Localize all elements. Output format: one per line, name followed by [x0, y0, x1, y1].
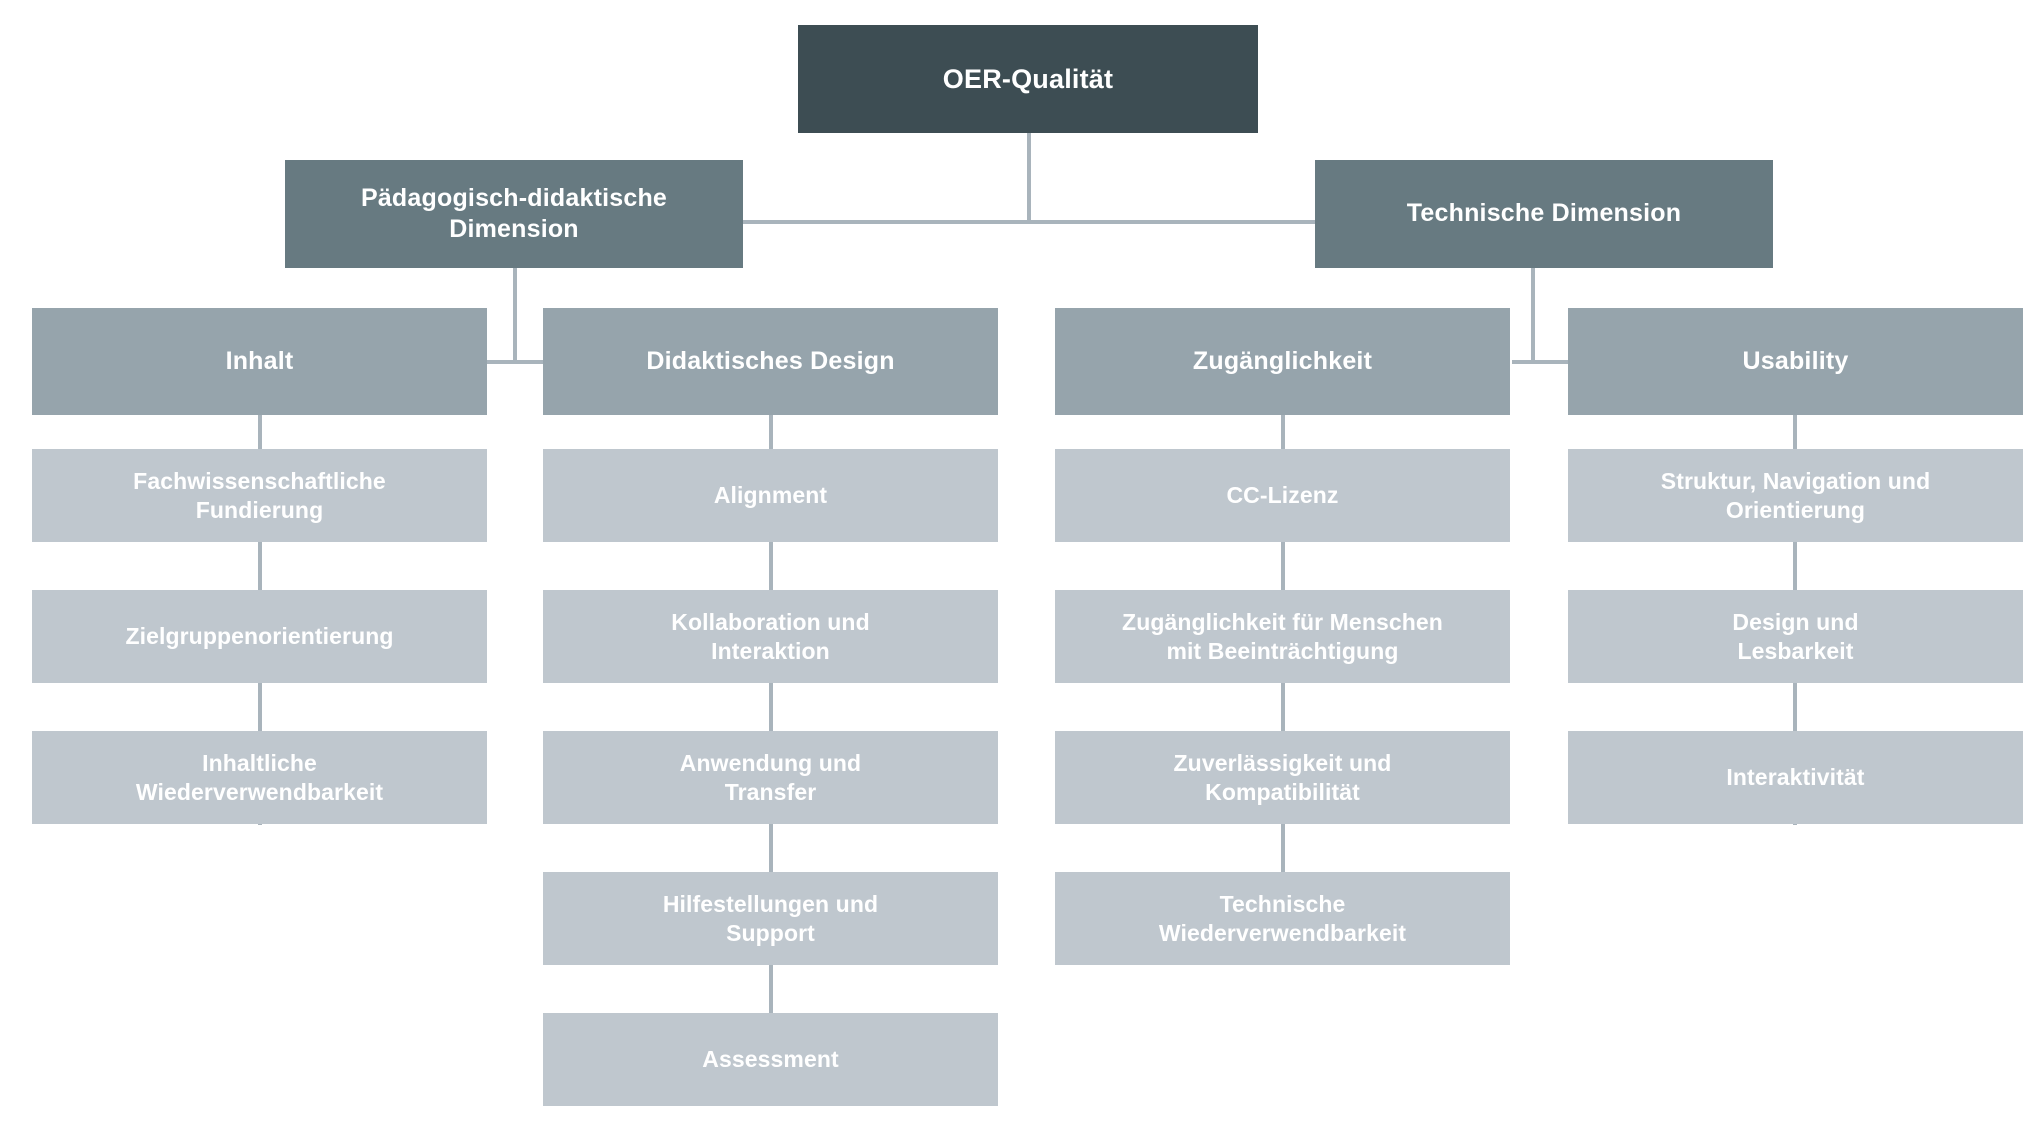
- node-criterion-hilfestellungen-und-support[interactable]: Hilfestellungen und Support: [543, 872, 998, 965]
- connector-paedagogische-stem: [513, 268, 517, 362]
- node-criterion-zuverlaessigkeit-und-kompatibilitaet[interactable]: Zuverlässigkeit und Kompatibilität: [1055, 731, 1510, 824]
- node-category-usability[interactable]: Usability: [1568, 308, 2023, 415]
- node-criterion-fachwissenschaftliche-fundierung[interactable]: Fachwissenschaftliche Fundierung: [32, 449, 487, 542]
- node-criterion-design-und-lesbarkeit[interactable]: Design und Lesbarkeit: [1568, 590, 2023, 683]
- connector-technische-stem: [1531, 268, 1535, 362]
- node-criterion-anwendung-und-transfer[interactable]: Anwendung und Transfer: [543, 731, 998, 824]
- node-dimension-paedagogisch-didaktische-dimension[interactable]: Pädagogisch-didaktische Dimension: [285, 160, 743, 268]
- node-criterion-cc-lizenz[interactable]: CC-Lizenz: [1055, 449, 1510, 542]
- node-root-oer-qualitaet[interactable]: OER-Qualität: [798, 25, 1258, 133]
- node-criterion-zugaenglichkeit-fuer-menschen-mit-beeintraechtigung[interactable]: Zugänglichkeit für Menschen mit Beeinträ…: [1055, 590, 1510, 683]
- node-criterion-alignment[interactable]: Alignment: [543, 449, 998, 542]
- node-category-didaktisches-design[interactable]: Didaktisches Design: [543, 308, 998, 415]
- connector-to-paedagogische-dimension: [741, 220, 761, 224]
- node-dimension-technische-dimension[interactable]: Technische Dimension: [1315, 160, 1773, 268]
- node-criterion-kollaboration-und-interaktion[interactable]: Kollaboration und Interaktion: [543, 590, 998, 683]
- connector-root-stem: [1027, 133, 1031, 222]
- connector-dimension-bar: [741, 220, 1315, 224]
- connector-spine-zugaenglichkeit: [1281, 415, 1285, 965]
- node-criterion-inhaltliche-wiederverwendbarkeit[interactable]: Inhaltliche Wiederverwendbarkeit: [32, 731, 487, 824]
- connector-technische-category-bar: [1512, 360, 1570, 364]
- connector-paedagogische-category-bar: [487, 360, 545, 364]
- connector-to-technische-dimension: [1295, 220, 1317, 224]
- node-category-inhalt[interactable]: Inhalt: [32, 308, 487, 415]
- node-criterion-interaktivitaet[interactable]: Interaktivität: [1568, 731, 2023, 824]
- node-criterion-technische-wiederverwendbarkeit[interactable]: Technische Wiederverwendbarkeit: [1055, 872, 1510, 965]
- node-criterion-zielgruppenorientierung[interactable]: Zielgruppenorientierung: [32, 590, 487, 683]
- node-criterion-struktur-navigation-und-orientierung[interactable]: Struktur, Navigation und Orientierung: [1568, 449, 2023, 542]
- node-category-zugaenglichkeit[interactable]: Zugänglichkeit: [1055, 308, 1510, 415]
- node-criterion-assessment[interactable]: Assessment: [543, 1013, 998, 1106]
